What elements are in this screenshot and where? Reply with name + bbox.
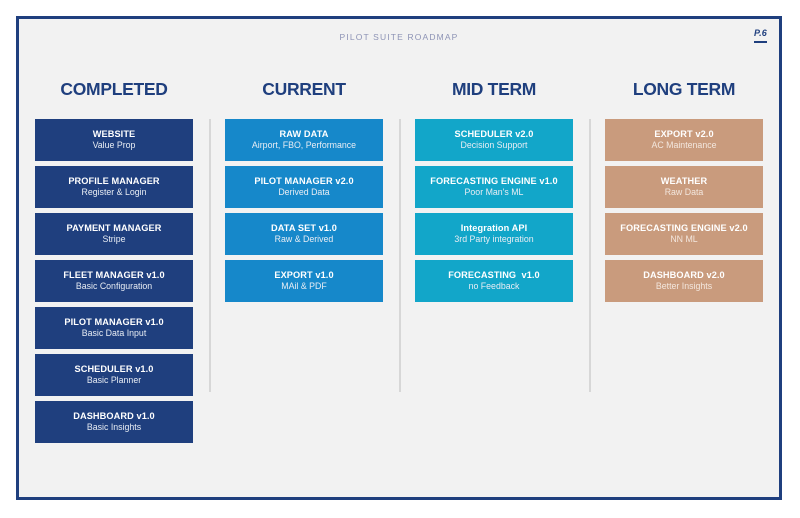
card-title: WEATHER bbox=[660, 175, 708, 186]
column-divider bbox=[399, 119, 401, 392]
roadmap-card[interactable]: PROFILE MANAGER Register & Login bbox=[35, 166, 193, 208]
card-subtitle: Value Prop bbox=[92, 140, 136, 151]
card-subtitle: no Feedback bbox=[468, 281, 520, 292]
column-divider bbox=[589, 119, 591, 392]
roadmap-column-long-term: LONG TERM EXPORT v2.0 AC Maintenance WEA… bbox=[589, 79, 779, 392]
card-subtitle: Raw & Derived bbox=[274, 234, 334, 245]
card-title: SCHEDULER v1.0 bbox=[74, 363, 154, 374]
card-subtitle: Decision Support bbox=[460, 140, 528, 151]
card-subtitle: Poor Man's ML bbox=[464, 187, 524, 198]
card-subtitle: NN ML bbox=[670, 234, 698, 245]
card-subtitle: MAil & PDF bbox=[281, 281, 327, 292]
page-number: P.6 bbox=[754, 28, 767, 38]
card-title: EXPORT v1.0 bbox=[274, 269, 334, 280]
card-subtitle: Basic Data Input bbox=[81, 328, 147, 339]
card-title: FORECASTING ENGINE v2.0 bbox=[620, 222, 748, 233]
card-title: FLEET MANAGER v1.0 bbox=[63, 269, 165, 280]
card-title: DASHBOARD v1.0 bbox=[73, 410, 155, 421]
roadmap-card[interactable]: FORECASTING ENGINE v1.0 Poor Man's ML bbox=[415, 166, 573, 208]
roadmap-card[interactable]: FLEET MANAGER v1.0 Basic Configuration bbox=[35, 260, 193, 302]
roadmap-card[interactable]: FORECASTING v1.0 no Feedback bbox=[415, 260, 573, 302]
card-title: Integration API bbox=[460, 222, 528, 233]
page-number-underline bbox=[754, 41, 767, 43]
slide-frame: PILOT SUITE ROADMAP P.6 COMPLETED WEBSIT… bbox=[16, 16, 782, 500]
card-title: DATA SET v1.0 bbox=[271, 222, 337, 233]
card-title: PAYMENT MANAGER bbox=[66, 222, 162, 233]
card-title: DASHBOARD v2.0 bbox=[643, 269, 725, 280]
column-title-long-term: LONG TERM bbox=[632, 79, 736, 99]
card-stack-completed: WEBSITE Value Prop PROFILE MANAGER Regis… bbox=[35, 119, 193, 443]
card-stack-current: RAW DATA Airport, FBO, Performance PILOT… bbox=[225, 119, 383, 302]
column-title-current: CURRENT bbox=[262, 79, 346, 99]
roadmap-card[interactable]: RAW DATA Airport, FBO, Performance bbox=[225, 119, 383, 161]
roadmap-card[interactable]: DASHBOARD v2.0 Better Insights bbox=[605, 260, 763, 302]
roadmap-column-current: CURRENT RAW DATA Airport, FBO, Performan… bbox=[209, 79, 399, 392]
roadmap-card[interactable]: FORECASTING ENGINE v2.0 NN ML bbox=[605, 213, 763, 255]
card-subtitle: AC Maintenance bbox=[651, 140, 717, 151]
card-stack-mid-term: SCHEDULER v2.0 Decision Support FORECAST… bbox=[415, 119, 573, 302]
roadmap-card[interactable]: WEATHER Raw Data bbox=[605, 166, 763, 208]
column-divider bbox=[209, 119, 211, 392]
roadmap-card[interactable]: PILOT MANAGER v2.0 Derived Data bbox=[225, 166, 383, 208]
roadmap-card[interactable]: SCHEDULER v1.0 Basic Planner bbox=[35, 354, 193, 396]
card-subtitle: Better Insights bbox=[655, 281, 713, 292]
card-stack-long-term: EXPORT v2.0 AC Maintenance WEATHER Raw D… bbox=[605, 119, 763, 302]
deck-title: PILOT SUITE ROADMAP bbox=[339, 32, 459, 42]
card-title: FORECASTING v1.0 bbox=[448, 269, 540, 280]
roadmap-card[interactable]: EXPORT v1.0 MAil & PDF bbox=[225, 260, 383, 302]
card-subtitle: Raw Data bbox=[664, 187, 704, 198]
roadmap-card[interactable]: DASHBOARD v1.0 Basic Insights bbox=[35, 401, 193, 443]
roadmap-card[interactable]: EXPORT v2.0 AC Maintenance bbox=[605, 119, 763, 161]
roadmap-card[interactable]: DATA SET v1.0 Raw & Derived bbox=[225, 213, 383, 255]
card-subtitle: Register & Login bbox=[81, 187, 147, 198]
card-title: PILOT MANAGER v2.0 bbox=[254, 175, 354, 186]
card-subtitle: Basic Configuration bbox=[75, 281, 153, 292]
card-title: WEBSITE bbox=[92, 128, 136, 139]
column-title-completed: COMPLETED bbox=[60, 79, 168, 99]
card-title: PROFILE MANAGER bbox=[68, 175, 160, 186]
card-title: EXPORT v2.0 bbox=[654, 128, 714, 139]
card-subtitle: Stripe bbox=[102, 234, 126, 245]
roadmap-card[interactable]: PILOT MANAGER v1.0 Basic Data Input bbox=[35, 307, 193, 349]
roadmap-card[interactable]: PAYMENT MANAGER Stripe bbox=[35, 213, 193, 255]
card-subtitle: 3rd Party integration bbox=[454, 234, 534, 245]
card-subtitle: Basic Planner bbox=[86, 375, 142, 386]
roadmap-card[interactable]: WEBSITE Value Prop bbox=[35, 119, 193, 161]
roadmap-columns: COMPLETED WEBSITE Value Prop PROFILE MAN… bbox=[19, 79, 779, 443]
roadmap-column-mid-term: MID TERM SCHEDULER v2.0 Decision Support… bbox=[399, 79, 589, 392]
card-subtitle: Airport, FBO, Performance bbox=[251, 140, 357, 151]
card-title: PILOT MANAGER v1.0 bbox=[64, 316, 164, 327]
slide-header: PILOT SUITE ROADMAP P.6 bbox=[19, 19, 779, 63]
card-subtitle: Derived Data bbox=[278, 187, 330, 198]
roadmap-column-completed: COMPLETED WEBSITE Value Prop PROFILE MAN… bbox=[19, 79, 209, 443]
card-title: SCHEDULER v2.0 bbox=[454, 128, 534, 139]
card-title: FORECASTING ENGINE v1.0 bbox=[430, 175, 558, 186]
card-title: RAW DATA bbox=[279, 128, 329, 139]
card-subtitle: Basic Insights bbox=[86, 422, 142, 433]
roadmap-card[interactable]: Integration API 3rd Party integration bbox=[415, 213, 573, 255]
column-title-mid-term: MID TERM bbox=[451, 79, 537, 99]
roadmap-card[interactable]: SCHEDULER v2.0 Decision Support bbox=[415, 119, 573, 161]
